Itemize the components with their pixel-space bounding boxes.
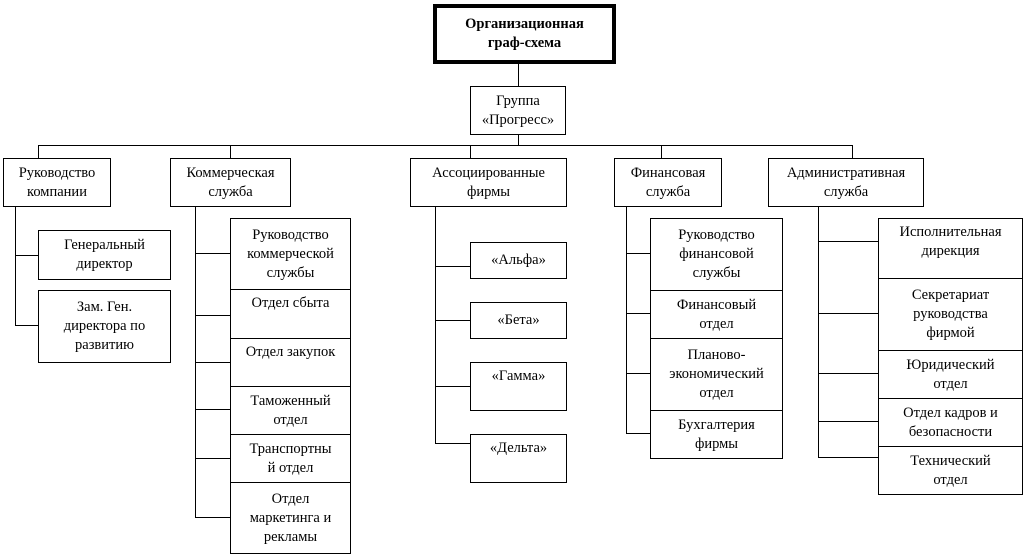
firm-gamma: «Гамма» bbox=[470, 362, 567, 411]
firm-delta: «Дельта» bbox=[470, 434, 567, 483]
connector bbox=[435, 443, 470, 444]
unit-box: Таможенный отдел bbox=[230, 386, 351, 435]
unit-box: Технический отдел bbox=[878, 446, 1023, 495]
dept-finance: Финансовая служба bbox=[614, 158, 722, 207]
unit-box: Руководство коммерческой службы bbox=[230, 218, 351, 290]
connector bbox=[195, 517, 230, 518]
connector bbox=[818, 457, 878, 458]
unit-box: Отдел маркетинга и рекламы bbox=[230, 482, 351, 554]
firm-beta: «Бета» bbox=[470, 302, 567, 339]
dept-associated: Ассоциированные фирмы bbox=[410, 158, 567, 207]
unit-box: Генеральный директор bbox=[38, 230, 171, 280]
connector bbox=[15, 207, 16, 326]
firm-alpha: «Альфа» bbox=[470, 242, 567, 279]
unit-box: Руководство финансовой службы bbox=[650, 218, 783, 291]
connector bbox=[818, 207, 819, 458]
connector bbox=[195, 315, 230, 316]
unit-box: Отдел закупок bbox=[230, 338, 351, 387]
connector bbox=[195, 362, 230, 363]
connector bbox=[626, 433, 650, 434]
connector bbox=[626, 253, 650, 254]
unit-box: Отдел кадров и безопасности bbox=[878, 398, 1023, 447]
connector bbox=[518, 64, 519, 86]
connector bbox=[818, 241, 878, 242]
connector bbox=[435, 207, 436, 444]
connector bbox=[435, 386, 470, 387]
unit-box: Бухгалтерия фирмы bbox=[650, 410, 783, 459]
unit-box: Транспортны й отдел bbox=[230, 434, 351, 483]
unit-box: Финансовый отдел bbox=[650, 290, 783, 339]
connector bbox=[818, 313, 878, 314]
unit-box: Зам. Ген. директора по развитию bbox=[38, 290, 171, 363]
connector bbox=[195, 458, 230, 459]
connector bbox=[818, 373, 878, 374]
unit-box: Отдел сбыта bbox=[230, 289, 351, 339]
connector bbox=[195, 409, 230, 410]
connector bbox=[15, 325, 38, 326]
connector bbox=[661, 145, 662, 158]
root-group-box: Группа «Прогресс» bbox=[470, 86, 566, 135]
connector bbox=[626, 373, 650, 374]
connector bbox=[852, 145, 853, 158]
connector bbox=[230, 145, 231, 158]
unit-box: Исполнительная дирекция bbox=[878, 218, 1023, 279]
dept-commercial: Коммерческая служба bbox=[170, 158, 291, 207]
connector bbox=[15, 255, 38, 256]
unit-box: Планово- экономический отдел bbox=[650, 338, 783, 411]
connector bbox=[38, 145, 39, 158]
connector bbox=[195, 253, 230, 254]
unit-box: Секретариат руководства фирмой bbox=[878, 278, 1023, 351]
dept-management: Руководство компании bbox=[3, 158, 111, 207]
dept-admin: Административная служба bbox=[768, 158, 924, 207]
connector bbox=[818, 421, 878, 422]
connector bbox=[470, 145, 471, 158]
connector bbox=[38, 145, 853, 146]
connector bbox=[626, 207, 627, 434]
connector bbox=[518, 135, 519, 145]
connector bbox=[435, 266, 470, 267]
connector bbox=[435, 320, 470, 321]
connector bbox=[626, 313, 650, 314]
chart-title: Организационная граф-схема bbox=[433, 4, 616, 64]
unit-box: Юридический отдел bbox=[878, 350, 1023, 399]
